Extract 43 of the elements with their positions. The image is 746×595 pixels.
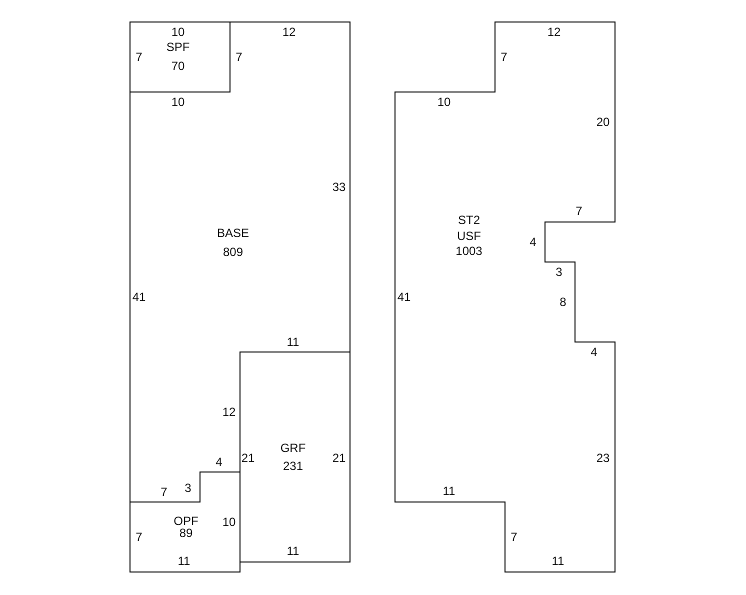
dimension-label: 7 — [160, 486, 168, 498]
area-code: SPF — [166, 41, 190, 53]
area-value: 231 — [282, 460, 304, 472]
dimension-label: 3 — [184, 482, 192, 494]
dimension-label: 41 — [132, 291, 146, 303]
dimension-label: 11 — [552, 555, 564, 567]
dimension-label: 3 — [556, 266, 562, 278]
dimension-label: 20 — [596, 116, 610, 128]
area-code: OPF — [174, 515, 198, 527]
area-code: USF — [457, 230, 481, 242]
dimension-label: 4 — [216, 456, 222, 468]
dimension-label: 21 — [241, 452, 255, 464]
area-value: 1003 — [456, 245, 482, 257]
area-code: ST2 — [458, 214, 480, 226]
dimension-label: 41 — [397, 291, 411, 303]
dimension-label: 12 — [282, 26, 296, 38]
dimension-label: 7 — [236, 51, 242, 63]
dimension-label: 4 — [530, 236, 536, 248]
dimension-label: 11 — [286, 336, 300, 348]
dimension-label: 33 — [332, 181, 346, 193]
dimension-label: 12 — [547, 26, 561, 38]
dimension-label: 7 — [510, 531, 518, 543]
dimension-label: 11 — [442, 485, 456, 497]
dimension-label: 10 — [222, 516, 236, 528]
dimension-label: 23 — [596, 452, 610, 464]
dimension-label: 11 — [286, 545, 300, 557]
dimension-label: 10 — [437, 96, 451, 108]
dimension-label: 11 — [178, 555, 190, 567]
dimension-label: 10 — [171, 96, 185, 108]
dimension-label: 4 — [590, 346, 598, 358]
dimension-label: 7 — [576, 205, 582, 217]
dimension-label: 10 — [171, 26, 185, 38]
dimension-label: 7 — [136, 531, 142, 543]
area-value: 809 — [222, 246, 244, 258]
dimension-label: 7 — [136, 51, 142, 63]
area-value: 70 — [171, 60, 185, 72]
area-code: BASE — [217, 227, 249, 239]
dimension-label: 7 — [500, 51, 508, 63]
dimension-label: 21 — [332, 452, 346, 464]
dimension-label: 8 — [560, 296, 566, 308]
area-value: 89 — [179, 527, 193, 539]
dimension-label: 12 — [222, 406, 236, 418]
area-code: GRF — [280, 442, 306, 454]
